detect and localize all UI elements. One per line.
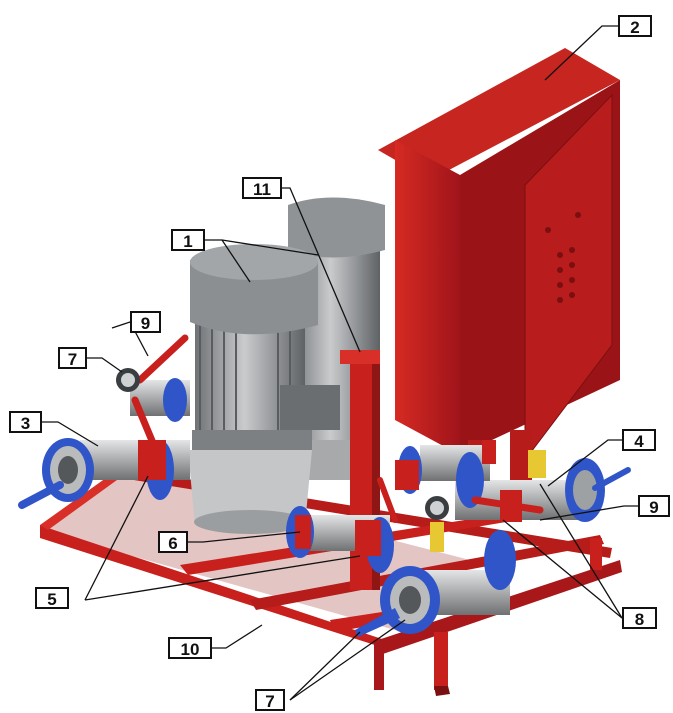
- callout-7-top: 7: [58, 347, 87, 369]
- callout-4: 4: [622, 429, 656, 451]
- gate-valves: [138, 440, 522, 556]
- callout-6: 6: [158, 531, 188, 553]
- callout-11: 11: [242, 177, 282, 199]
- control-cabinet: [378, 48, 620, 500]
- callout-7-bottom: 7: [255, 689, 285, 711]
- valve-handles: [131, 334, 544, 523]
- callout-3: 3: [9, 411, 42, 433]
- callout-9-top: 9: [130, 311, 161, 333]
- pressure-gauges: [116, 368, 546, 552]
- callout-9-right: 9: [638, 495, 670, 517]
- callout-8: 8: [622, 607, 657, 629]
- callout-10: 10: [168, 637, 212, 659]
- left-manifold: [42, 378, 190, 502]
- callout-1: 1: [171, 229, 205, 251]
- callout-5: 5: [35, 587, 69, 609]
- callout-2: 2: [618, 15, 652, 37]
- pump-motor-front: [188, 244, 340, 534]
- blue-nozzles: [18, 467, 631, 637]
